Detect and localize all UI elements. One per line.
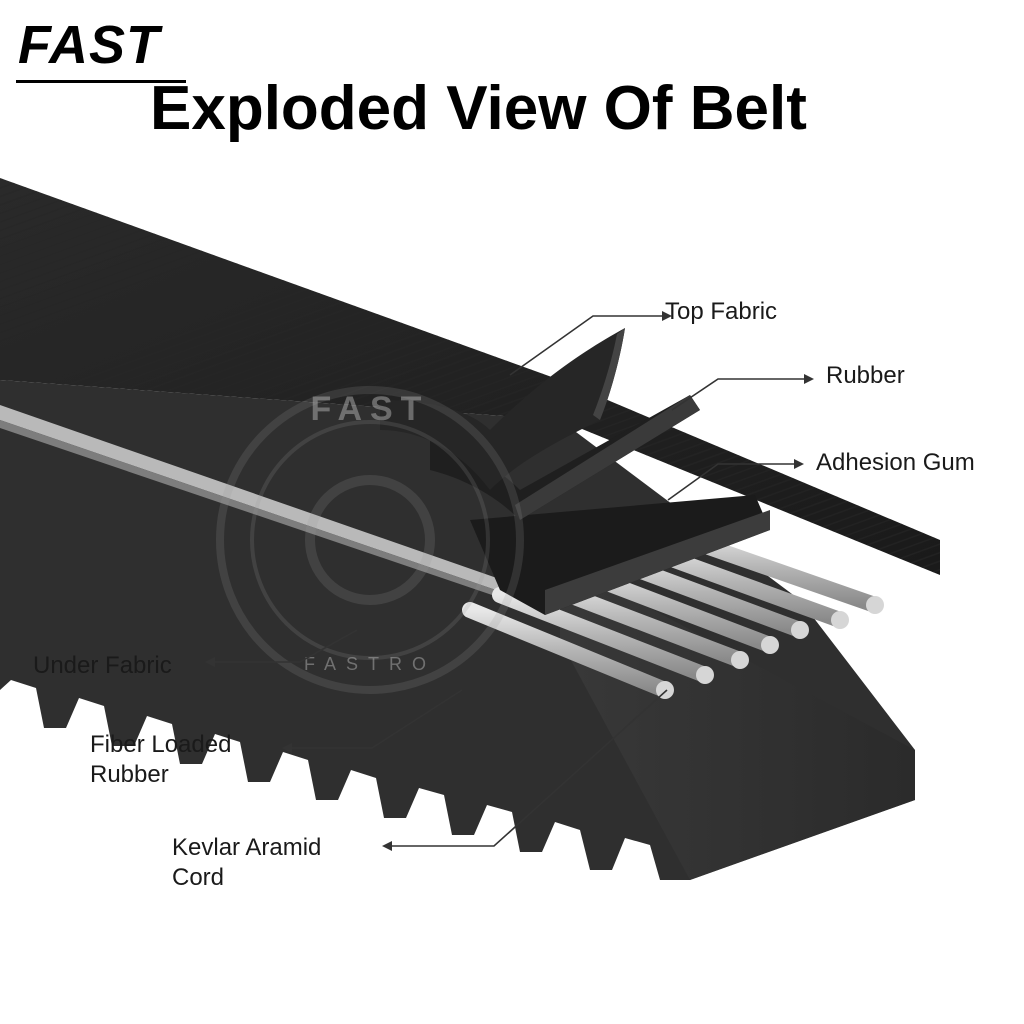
leader-top-fabric [509,315,662,376]
label-rubber: Rubber [826,362,905,389]
belt-end-face [560,560,915,880]
adhesion-gum-edge [545,510,770,615]
adhesion-gum-layer [470,495,770,615]
brand-logo: FAST [18,15,161,75]
label-kevlar-aramid-cord: Kevlar Aramid Cord [172,833,321,893]
label-kevlar-line1: Kevlar Aramid [172,834,322,861]
label-fiber-loaded-rubber: Fiber Loaded Rubber [90,730,231,790]
leader-rubber [671,378,804,411]
leader-kevlar [392,689,668,847]
leader-fiber-rubber [292,689,463,749]
cord-strip-shade [0,420,560,618]
label-fiber-line1: Fiber Loaded [90,731,232,758]
watermark-text: FAST [311,390,430,428]
top-fabric-layer [380,328,625,490]
label-kevlar-line2: Cord [172,864,225,891]
page-title: Exploded View Of Belt [150,74,807,143]
leader-adhesion-gum [667,463,794,501]
rubber-layer [430,395,700,520]
watermark-subtext: FASTRO [304,654,436,674]
watermark-logo [216,386,524,694]
label-adhesion-gum: Adhesion Gum [816,449,975,476]
leader-under-fabric [215,629,358,663]
cord-strip [0,405,560,612]
leader-lines [205,311,814,851]
brand-underline [16,80,186,83]
rubber-layer-edge [515,395,700,520]
label-fiber-line2: Rubber [90,761,169,788]
label-top-fabric: Top Fabric [665,298,778,325]
belt-top-texture [0,178,940,575]
label-under-fabric: Under Fabric [33,652,172,679]
top-fabric-edge [593,328,625,420]
